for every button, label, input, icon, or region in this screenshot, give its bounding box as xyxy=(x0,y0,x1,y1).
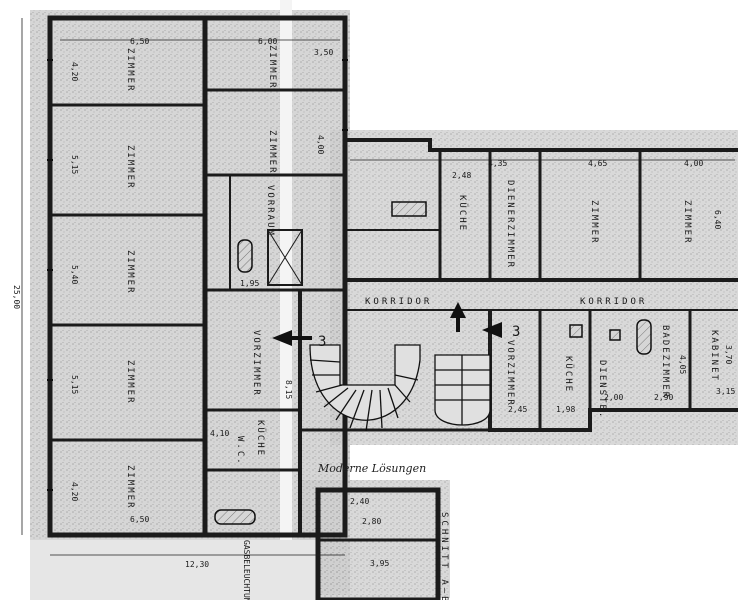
section-marker-right: 3 xyxy=(512,324,520,340)
dim-5-15-a: 5,15 xyxy=(70,155,79,174)
dim-1-95: 1,95 xyxy=(240,279,259,288)
bath-fixtures xyxy=(214,201,652,525)
room-zimmer-3: ZIMMER xyxy=(125,250,135,295)
room-zimmer-9: ZIMMER xyxy=(682,200,692,245)
dim-4-05: 4,05 xyxy=(678,355,687,374)
dim-4-10: 4,10 xyxy=(210,429,229,438)
annotations: SCHNITT A–B 3 3 Moderne Lösungen GASBELE… xyxy=(242,324,520,600)
dim-2-80: 2,80 xyxy=(362,517,381,526)
dim-2-48: 2,48 xyxy=(452,171,471,180)
dim-4-00-b: 4,00 xyxy=(684,159,703,168)
room-kuche-1: KÜCHE xyxy=(255,420,266,457)
dimension-values: 25,00 12,30 6,50 6,00 3,50 4,20 5,15 5,4… xyxy=(12,37,735,569)
corridor-labels: KORRIDOR KORRIDOR xyxy=(365,297,647,307)
room-wc: W.C. xyxy=(235,436,245,466)
dim-3-95: 3,95 xyxy=(370,559,389,568)
room-zimmer-7: ZIMMER xyxy=(267,130,277,175)
section-label: SCHNITT A–B xyxy=(439,512,449,600)
room-zimmer-4: ZIMMER xyxy=(125,360,135,405)
room-voraum: VORRAUM xyxy=(265,185,275,237)
dim-8-15: 8,15 xyxy=(284,380,293,399)
bottom-note: GASBELEUCHTUNG xyxy=(242,540,251,600)
dim-1-98: 1,98 xyxy=(556,405,575,414)
dim-3-70: 3,70 xyxy=(724,345,733,364)
walls xyxy=(47,15,738,600)
staircase-small xyxy=(434,354,491,426)
section-marker-left: 3 xyxy=(318,334,326,350)
dim-6-50-bot: 6,50 xyxy=(130,515,149,524)
dimension-lines xyxy=(21,18,735,556)
room-dienerzimmer: DIENERZIMMER xyxy=(505,180,515,269)
room-zimmer-1: ZIMMER xyxy=(125,48,135,93)
corridor-label-2: KORRIDOR xyxy=(580,297,647,307)
room-badezimmer: BADEZIMMER xyxy=(660,325,670,399)
room-kuche-3: KÜCHE xyxy=(563,356,574,393)
room-vorzimmer-1: VORZIMMER xyxy=(251,330,261,397)
dim-4-20-bot: 4,20 xyxy=(70,482,79,501)
dim-2-90: 2,90 xyxy=(654,393,673,402)
dim-2-00: 2,00 xyxy=(604,393,623,402)
dim-3-15: 3,15 xyxy=(716,387,735,396)
dim-5-40: 5,40 xyxy=(70,265,79,284)
room-zimmer-8: ZIMMER xyxy=(589,200,599,245)
dim-6-00: 6,00 xyxy=(258,37,277,46)
dim-total-width: 12,30 xyxy=(185,560,209,569)
dim-4-35: 4,35 xyxy=(488,159,507,168)
dim-4-20-top: 4,20 xyxy=(70,62,79,81)
dim-total-height: 25,00 xyxy=(12,285,21,309)
room-dienstbotenzimmer: DIENSTB. xyxy=(597,360,607,419)
room-zimmer-6: ZIMMER xyxy=(267,45,277,90)
dim-4-00-a: 4,00 xyxy=(316,135,325,154)
signature: Moderne Lösungen xyxy=(317,462,426,475)
dim-4-65: 4,65 xyxy=(588,159,607,168)
room-vorzimmer-2: VORZIMMER xyxy=(505,340,515,407)
room-zimmer-5: ZIMMER xyxy=(125,465,135,510)
room-kuche-2: KÜCHE xyxy=(457,195,468,232)
dim-2-40: 2,40 xyxy=(350,497,369,506)
direction-arrows xyxy=(272,302,502,346)
room-zimmer-2: ZIMMER xyxy=(125,145,135,190)
dim-5-15-b: 5,15 xyxy=(70,375,79,394)
window-marks xyxy=(47,59,348,491)
dim-3-50: 3,50 xyxy=(314,48,333,57)
room-labels: ZIMMER ZIMMER ZIMMER ZIMMER ZIMMER ZIMME… xyxy=(125,45,719,510)
dim-6-50-top: 6,50 xyxy=(130,37,149,46)
corridor-label-1: KORRIDOR xyxy=(365,297,432,307)
room-kabinet: KABINET xyxy=(709,330,719,382)
staircase-large xyxy=(309,344,421,432)
dim-6-40: 6,40 xyxy=(713,210,722,229)
dim-2-45: 2,45 xyxy=(508,405,527,414)
